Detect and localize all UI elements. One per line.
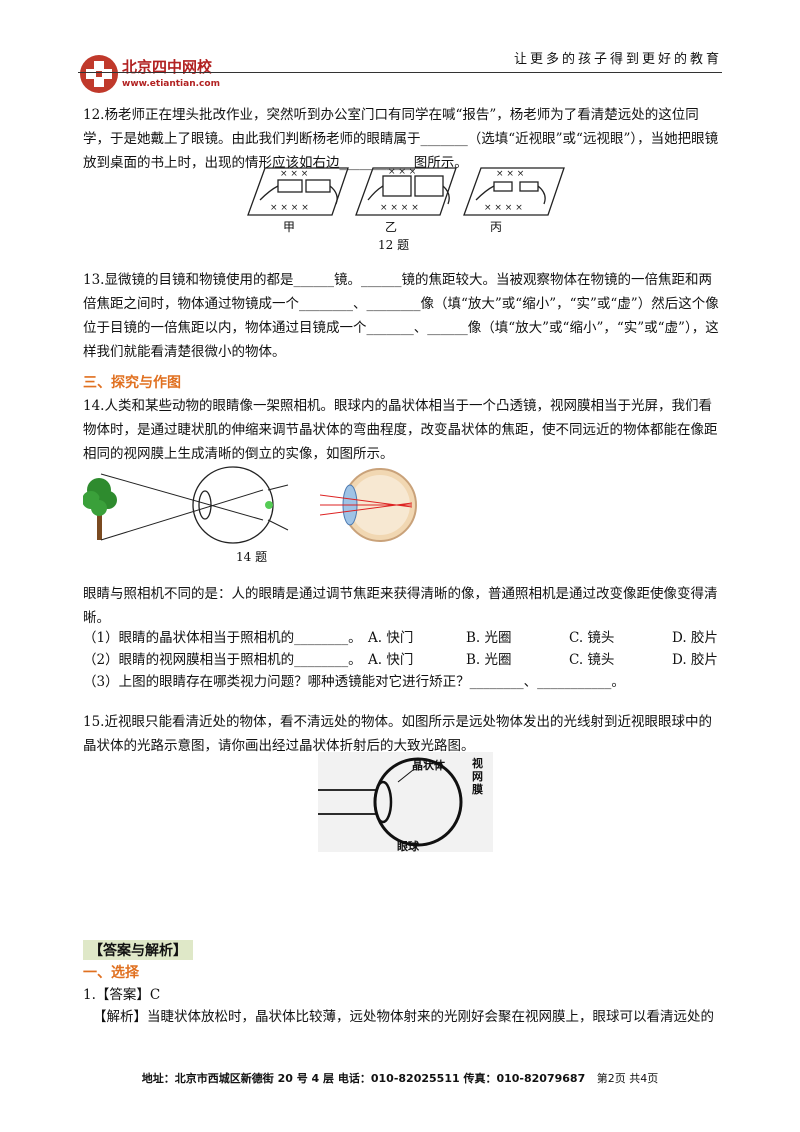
- figure-14-caption: 14 题: [236, 550, 268, 564]
- eye-camera-diagram: [83, 466, 289, 544]
- answers-section-1: 一、选择: [83, 965, 139, 981]
- q14-sub2-option-b: B. 光圈: [466, 652, 512, 668]
- svg-text:× × × ×: × × × ×: [380, 203, 419, 213]
- eye-camera-difference: 眼睛与照相机不同的是：人的眼睛是通过调节焦距来获得清晰的像，普通照相机是通过改变…: [83, 586, 718, 626]
- question-13: 13.显微镜的目镜和物镜使用的都是______镜。______镜的焦距较大。当被…: [83, 272, 719, 360]
- label-bing: 丙: [490, 220, 503, 234]
- label-yi: 乙: [385, 220, 398, 234]
- q14-sub3: （3）上图的眼睛存在哪类视力问题？哪种透镜能对它进行矫正？________、__…: [83, 674, 625, 690]
- question-14: 14.人类和某些动物的眼睛像一架照相机。眼球内的晶状体相当于一个凸透镜，视网膜相…: [83, 398, 718, 462]
- q14-sub1: （1）眼睛的晶状体相当于照相机的________。: [83, 630, 362, 646]
- q14-sub2-option-c: C. 镜头: [569, 652, 615, 668]
- footer-address: 地址：北京市西城区新德街 20 号 4 层 电话：010-82025511 传真…: [141, 1072, 586, 1085]
- svg-text:× × × ×: × × × ×: [484, 203, 523, 213]
- header-slogan: 让更多的孩子得到更好的教育: [513, 52, 722, 67]
- svg-text:× × ×: × × ×: [496, 169, 524, 179]
- svg-text:× × × ×: × × × ×: [270, 203, 309, 213]
- lens-label: 晶状体: [412, 759, 445, 772]
- answer-1: 1.【答案】C: [83, 987, 161, 1003]
- q14-sub1-option-a: A. 快门: [368, 630, 414, 646]
- q14-sub2: （2）眼睛的视网膜相当于照相机的________。: [83, 652, 362, 668]
- logo-url: www.etiantian.com: [122, 79, 220, 89]
- svg-text:× × ×: × × ×: [388, 167, 416, 177]
- eye-cross-section-figure: [320, 468, 417, 542]
- glasses-on-book-figure: × × × × × × × × × × × × × × × × × × × × ×: [247, 167, 565, 216]
- footer: 地址：北京市西城区新德街 20 号 4 层 电话：010-82025511 传真…: [0, 1070, 800, 1086]
- q14-sub1-option-b: B. 光圈: [466, 630, 512, 646]
- figure-12-caption: 12 题: [378, 238, 410, 252]
- logo-emblem-icon: [86, 61, 112, 87]
- footer-page: 第2页 共4页: [596, 1072, 659, 1085]
- retina-label: 视网膜: [472, 757, 483, 796]
- q14-sub1-option-d: D. 胶片: [672, 630, 718, 646]
- q14-sub1-option-c: C. 镜头: [569, 630, 615, 646]
- logo: [80, 55, 118, 93]
- q14-sub2-option-d: D. 胶片: [672, 652, 718, 668]
- answer-1-explanation: 【解析】当睫状体放松时，晶状体比较薄，远处物体射来的光刚好会聚在视网膜上，眼球可…: [93, 1009, 714, 1025]
- answers-heading: 【答案与解析】: [83, 940, 193, 960]
- question-12: 12.杨老师正在埋头批改作业，突然听到办公室门口有同学在喊“报告”，杨老师为了看…: [83, 107, 719, 171]
- header-rule: [78, 72, 722, 73]
- q14-sub2-option-a: A. 快门: [368, 652, 414, 668]
- myopia-eye-figure: [318, 752, 493, 852]
- svg-text:× × ×: × × ×: [280, 169, 308, 179]
- eyeball-label: 眼球: [397, 840, 419, 853]
- section-3-title: 三、探究与作图: [83, 375, 181, 391]
- label-jia: 甲: [283, 220, 296, 234]
- question-15: 15.近视眼只能看清近处的物体，看不清远处的物体。如图所示是远处物体发出的光线射…: [83, 714, 712, 754]
- logo-text: 北京四中网校: [122, 58, 213, 76]
